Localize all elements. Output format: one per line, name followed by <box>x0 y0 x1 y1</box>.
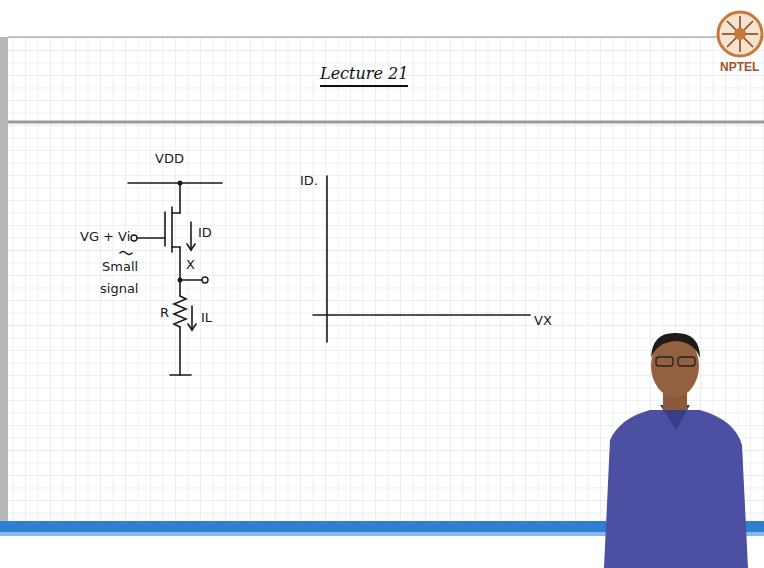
note-text: Small <box>102 260 138 274</box>
supply-label: VDD <box>155 152 184 166</box>
logo-text: NPTEL <box>720 60 759 74</box>
note-text: signal <box>100 282 138 296</box>
node-label: X <box>186 258 195 272</box>
current-label: ID <box>198 226 212 240</box>
resistor-label: R <box>160 306 169 320</box>
current-label: IL <box>201 311 212 325</box>
slide-title: Lecture 21 <box>320 64 408 87</box>
axis-label: VX <box>534 314 552 328</box>
axis-label: ID. <box>300 174 318 188</box>
input-signal-label: VG + Vi <box>80 230 130 244</box>
